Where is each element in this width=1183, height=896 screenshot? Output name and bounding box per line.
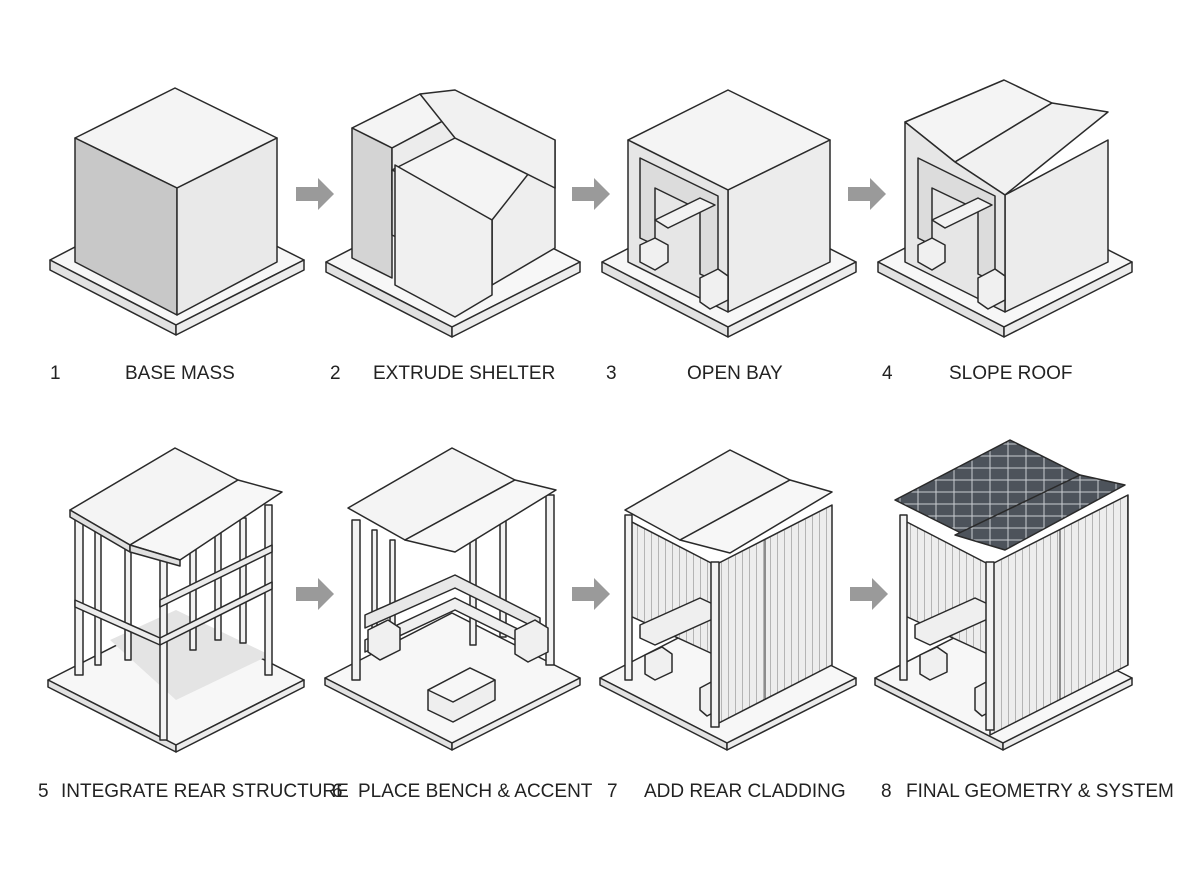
step-label: BASE MASS [125, 363, 235, 384]
arrow-right-icon [850, 578, 888, 610]
step-number: 5 [38, 781, 49, 802]
step-7-add-rear-cladding-figure [599, 449, 857, 751]
step-number: 7 [607, 781, 618, 802]
step-labels: 1 BASE MASS 2 EXTRUDE SHELTER 3 OPEN BAY… [38, 363, 1174, 802]
mass-right [176, 137, 278, 316]
step-1-base-mass-figure [49, 87, 305, 336]
step-2-extrude-shelter-figure [325, 89, 581, 338]
step-label: OPEN BAY [687, 363, 783, 384]
step-number: 2 [330, 363, 341, 384]
step-label: INTEGRATE REAR STRUCTURE [61, 781, 349, 802]
step-4-slope-roof-figure [877, 79, 1133, 338]
step-6-place-bench-accent-figure [324, 447, 581, 751]
step-3-open-bay-figure [601, 89, 857, 338]
arrow-right-icon [572, 178, 610, 210]
step-8-final-geometry-system-figure [874, 439, 1133, 751]
step-number: 3 [606, 363, 617, 384]
step-label: SLOPE ROOF [949, 363, 1073, 384]
solar-panel-array-right [954, 474, 1126, 551]
step-number: 6 [332, 781, 343, 802]
arrow-right-icon [296, 578, 334, 610]
step-label: PLACE BENCH & ACCENT [358, 781, 593, 802]
arrow-right-icon [848, 178, 886, 210]
arrow-right-icon [572, 578, 610, 610]
step-number: 1 [50, 363, 61, 384]
step-label: FINAL GEOMETRY & SYSTEM [906, 781, 1174, 802]
step-label: ADD REAR CLADDING [644, 781, 846, 802]
step-number: 4 [882, 363, 893, 384]
step-5-integrate-rear-structure-figure [47, 447, 305, 753]
step-number: 8 [881, 781, 892, 802]
arrow-right-icon [296, 178, 334, 210]
step-label: EXTRUDE SHELTER [373, 363, 555, 384]
